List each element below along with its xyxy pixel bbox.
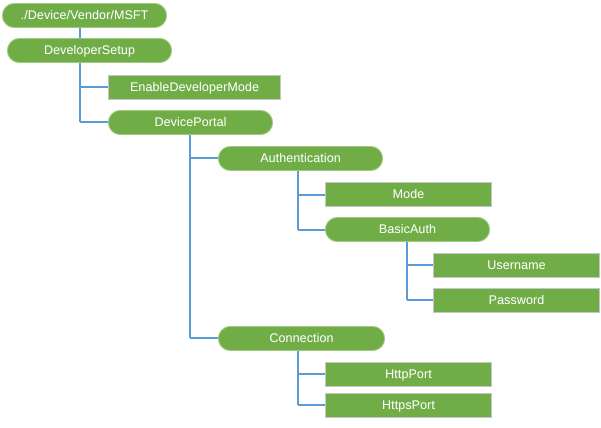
tree-node-authentication[interactable]: Authentication [218, 146, 383, 171]
tree-node-deviceportal[interactable]: DevicePortal [108, 110, 273, 135]
tree-node-basicauth[interactable]: BasicAuth [325, 217, 490, 242]
tree-node-httpport[interactable]: HttpPort [325, 362, 492, 387]
tree-node-label: Connection [269, 331, 334, 346]
tree-node-label: Password [488, 293, 545, 308]
tree-node-developersetup[interactable]: DeveloperSetup [7, 38, 172, 63]
tree-node-label: DevicePortal [154, 115, 227, 130]
tree-node-label: EnableDeveloperMode [129, 80, 260, 95]
tree-node-httpsport[interactable]: HttpsPort [325, 393, 492, 418]
tree-node-root[interactable]: ./Device/Vendor/MSFT [2, 3, 167, 28]
tree-node-connection[interactable]: Connection [218, 326, 385, 351]
tree-node-label: Authentication [260, 151, 341, 166]
tree-node-label: BasicAuth [378, 222, 437, 237]
tree-node-label: DeveloperSetup [43, 43, 136, 58]
tree-node-label: ./Device/Vendor/MSFT [20, 8, 149, 23]
tree-node-label: Username [487, 258, 546, 273]
tree-node-label: HttpsPort [382, 398, 435, 413]
tree-node-username[interactable]: Username [433, 253, 600, 278]
tree-node-label: Mode [392, 187, 425, 202]
tree-node-mode[interactable]: Mode [325, 182, 492, 207]
tree-node-password[interactable]: Password [433, 288, 600, 313]
tree-node-label: HttpPort [385, 367, 432, 382]
tree-node-enabledevelopermode[interactable]: EnableDeveloperMode [108, 75, 281, 100]
